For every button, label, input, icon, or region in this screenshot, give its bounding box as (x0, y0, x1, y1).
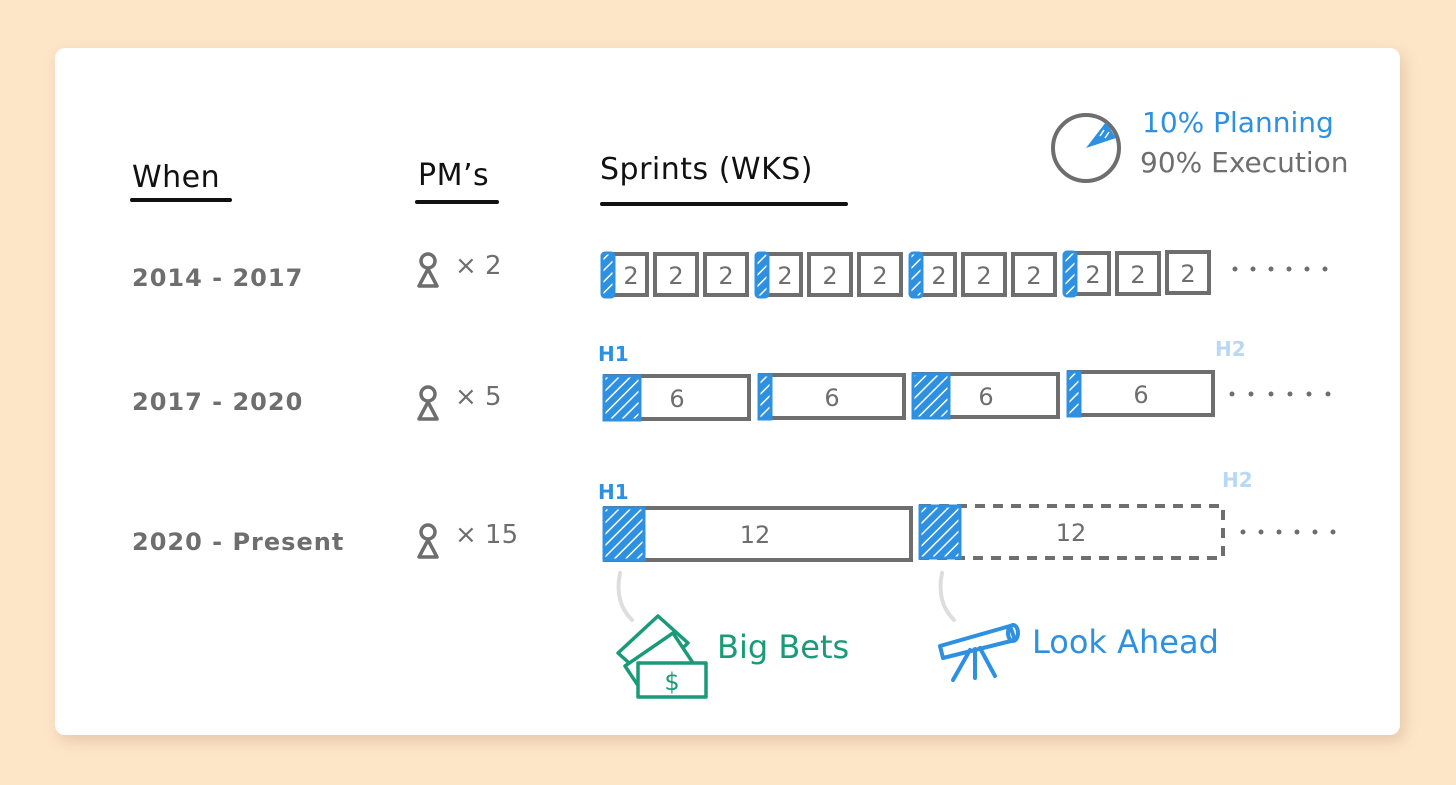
header-pms-underline (415, 200, 499, 204)
h2-label-row2: H2 (1215, 337, 1246, 361)
legend-planning: 10% Planning (1142, 106, 1334, 139)
sprint-group-3: 2 2 2 (908, 251, 1057, 299)
person-icon (417, 385, 439, 421)
header-sprints-underline (600, 202, 848, 206)
svg-text:2: 2 (931, 262, 946, 290)
svg-text:6: 6 (669, 385, 684, 413)
continuation-dots (1232, 266, 1328, 272)
svg-text:2: 2 (718, 262, 733, 290)
money-bills-icon: $ (616, 614, 708, 699)
person-icon (417, 252, 439, 288)
svg-text:6: 6 (1133, 381, 1148, 409)
svg-text:2: 2 (1026, 262, 1041, 290)
svg-text:2: 2 (668, 262, 683, 290)
svg-text:6: 6 (824, 384, 839, 412)
sprint-12wk-1: 12 (602, 506, 913, 562)
era-label-row1: 2014 - 2017 (132, 264, 304, 292)
diagram-card: 10% Planning 90% Execution When PM’s Spr… (55, 48, 1400, 735)
pm-count-row2: × 5 (455, 382, 502, 412)
continuation-dots (1229, 391, 1331, 397)
svg-text:2: 2 (1180, 260, 1195, 288)
sprint-track-row3: 12 12 (602, 504, 1336, 562)
svg-text:2: 2 (1130, 261, 1145, 289)
sprint-6wk-3: 6 (911, 372, 1060, 420)
era-label-row2: 2017 - 2020 (132, 388, 304, 416)
sprint-6wk-4: 6 (1066, 370, 1215, 418)
svg-text:2: 2 (623, 262, 638, 290)
h2-label-row3: H2 (1222, 468, 1253, 492)
header-sprints: Sprints (WKS) (600, 152, 813, 187)
sprint-group-1: 2 2 2 (600, 251, 749, 299)
svg-text:2: 2 (872, 262, 887, 290)
sprint-track-row2: 6 6 6 6 (602, 370, 1331, 422)
person-icon (417, 523, 439, 559)
svg-text:2: 2 (822, 262, 837, 290)
sprint-6wk-2: 6 (757, 373, 906, 421)
h1-label-row3: H1 (598, 480, 629, 504)
svg-text:12: 12 (740, 521, 771, 549)
pm-count-row1: × 2 (455, 251, 502, 281)
sprint-12wk-2-planned: 12 (918, 504, 1225, 560)
svg-text:2: 2 (1085, 261, 1100, 289)
header-pms: PM’s (418, 158, 490, 193)
era-label-row3: 2020 - Present (132, 528, 345, 556)
sprint-track-row1: 2 2 2 2 2 2 2 2 2 2 2 (600, 250, 1328, 299)
continuation-dots (1240, 529, 1336, 535)
svg-text:6: 6 (978, 383, 993, 411)
connector-lines (616, 571, 956, 622)
sprint-group-4: 2 2 2 (1062, 250, 1211, 298)
sprint-group-2: 2 2 2 (754, 251, 903, 299)
sprint-6wk-1: 6 (602, 374, 751, 422)
legend-execution: 90% Execution (1140, 146, 1349, 179)
svg-text:$: $ (664, 668, 679, 696)
annotation-look-ahead: Look Ahead (1032, 623, 1219, 661)
h1-label-row2: H1 (598, 342, 629, 366)
annotation-big-bets: Big Bets (717, 628, 850, 666)
svg-text:2: 2 (976, 262, 991, 290)
telescope-icon (938, 623, 1020, 682)
header-when: When (132, 160, 221, 195)
pie-10-percent-icon (1051, 113, 1121, 183)
pm-count-row3: × 15 (455, 520, 519, 550)
header-when-underline (130, 198, 232, 202)
svg-text:12: 12 (1056, 519, 1087, 547)
svg-text:2: 2 (777, 262, 792, 290)
